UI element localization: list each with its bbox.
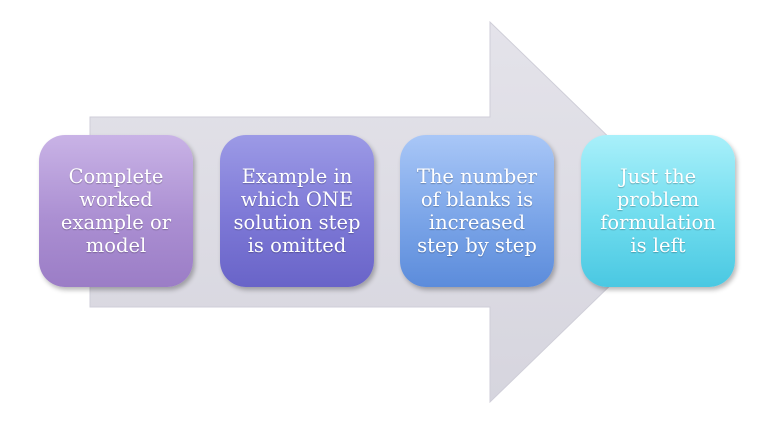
arrow-body [89, 20, 687, 404]
step-1-label: Complete worked example or model [60, 165, 172, 257]
step-3-box: The number of blanks is increased step b… [400, 135, 554, 287]
step-1-box: Complete worked example or model [39, 135, 193, 287]
step-2-label: Example in which ONE solution step is om… [233, 165, 361, 257]
step-4-label: Just the problem formulation is left [600, 165, 716, 257]
step-2-box: Example in which ONE solution step is om… [220, 135, 374, 287]
step-3-label: The number of blanks is increased step b… [416, 165, 538, 257]
step-4-box: Just the problem formulation is left [581, 135, 735, 287]
